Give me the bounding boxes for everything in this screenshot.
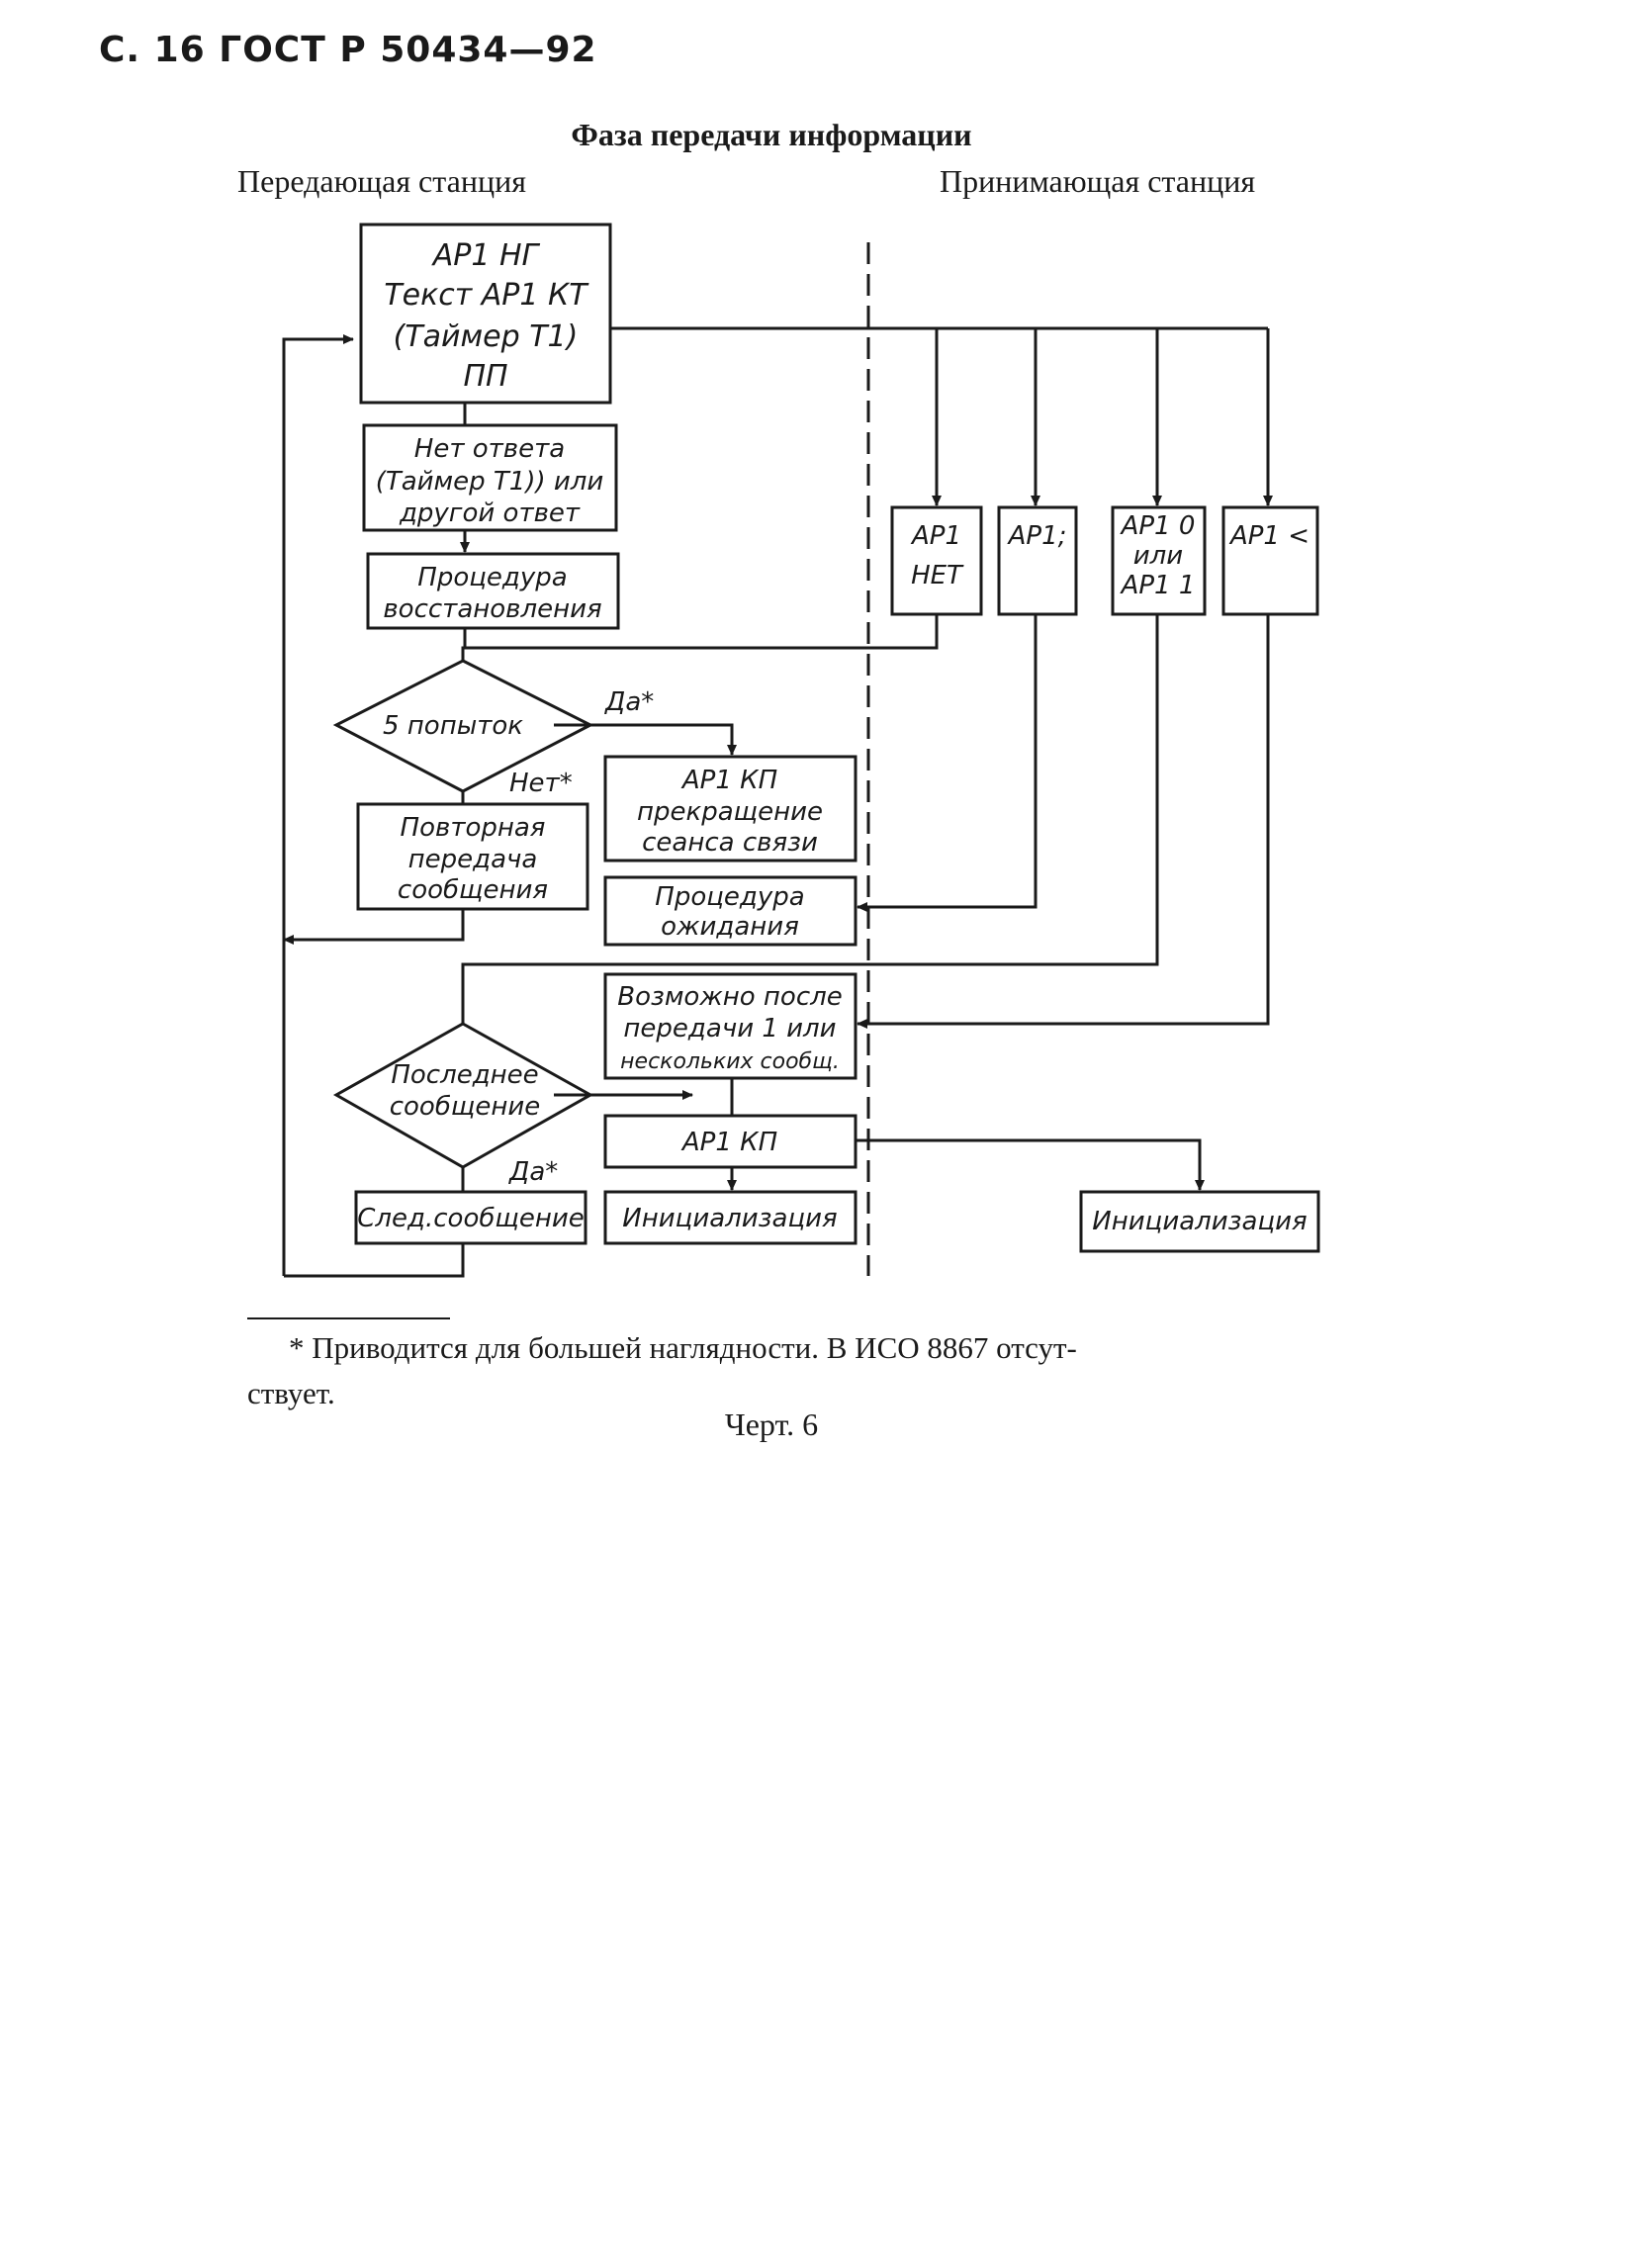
five-attempts-label: 5 попыток [383,711,523,741]
yes-label-1: Да* [604,687,654,717]
no-answer-box [362,423,618,532]
retransmit-line-3: сообщения [398,875,548,905]
terminate-line-1: АР1 КП [680,766,777,795]
terminate-box [603,755,858,862]
footnote-line-2: ствует. [247,1376,335,1410]
recv-net-line-2: НЕТ [911,561,964,590]
last-message-line-2: сообщение [390,1092,541,1122]
no-label-1: Нет* [509,769,573,798]
yes-label-2: Да* [508,1157,558,1187]
recv-less-label: АР1 < [1228,521,1309,551]
init-right-box [1079,1190,1320,1253]
recv-01-line-3: АР1 1 [1120,571,1196,600]
init-left-label: Инициализация [622,1204,837,1233]
figure-caption: Черт. 6 [724,1406,819,1442]
recv-net-line-1: АР1 [910,521,961,551]
start-line-4: ПП [463,359,507,394]
recv-01-line-2: или [1133,541,1183,571]
wait-box [603,875,858,947]
retransmit-line-2: передача [408,845,538,874]
last-message-line-1: Последнее [391,1060,538,1090]
footnote: * Приводится для большей наглядности. В … [247,1325,1296,1416]
footnote-rule [247,1317,450,1319]
no-answer-line-3: другой ответ [399,499,581,528]
possible-line-1: Возможно после [617,982,843,1012]
start-box [359,223,612,405]
recovery-line-2: восстановления [383,594,601,624]
next-message-box [354,1190,587,1245]
footnote-line-1: * Приводится для большей наглядности. В … [289,1330,1077,1365]
possible-line-2: передачи 1 или [623,1014,836,1043]
start-line-2: Текст АР1 КТ [384,278,589,313]
recv-01-line-1: АР1 0 [1120,511,1196,541]
no-answer-line-1: Нет ответа [414,434,565,464]
figure-title: Фаза передачи информации [571,117,972,152]
recv-semicolon-label: АР1; [1007,521,1067,551]
retransmit-box [356,802,589,911]
possible-line-3: нескольких сообщ. [620,1049,840,1074]
recovery-line-1: Процедура [417,563,567,592]
retransmit-line-1: Повторная [401,813,546,843]
wait-line-1: Процедура [655,882,804,912]
recv-less-box [1221,505,1319,616]
column-transmitting-station: Передающая станция [237,163,526,199]
start-line-1: АР1 НГ [431,238,541,273]
init-right-label: Инициализация [1092,1207,1307,1236]
wait-line-2: ожидания [661,912,799,942]
terminate-line-3: сеанса связи [642,828,818,858]
init-left-box [603,1190,858,1245]
no-answer-line-2: (Таймер Т1)) или [376,467,604,497]
terminate-line-2: прекращение [637,797,823,827]
recovery-box [366,552,620,630]
next-message-label: След.сообщение [357,1204,585,1233]
ap1-kp-label: АР1 КП [680,1128,777,1157]
column-receiving-station: Принимающая станция [940,163,1256,199]
recv-semicolon-box [997,505,1078,616]
start-line-3: (Таймер Т1) [394,319,579,354]
page-header: С. 16 ГОСТ Р 50434—92 [99,30,597,70]
